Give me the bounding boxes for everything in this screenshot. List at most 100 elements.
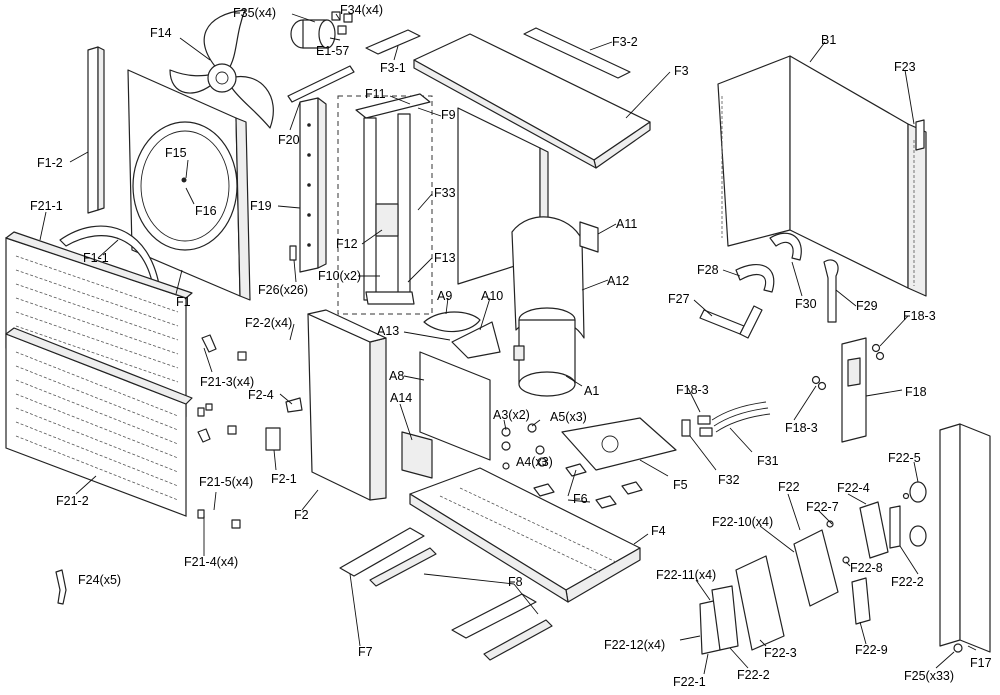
label-f15: F15	[165, 146, 187, 160]
part-f31-f32-wiring	[681, 401, 771, 437]
label-f1-2: F1-2	[37, 156, 63, 170]
part-b1-coil	[717, 55, 927, 297]
label-a8: A8	[389, 369, 404, 383]
part-f18-terminal-board	[841, 337, 867, 443]
label-f35: F35(x4)	[233, 6, 276, 20]
label-f8: F8	[508, 575, 523, 589]
label-f32: F32	[718, 473, 740, 487]
label-f18-3-mid: F18-3	[676, 383, 709, 397]
label-a3: A3(x2)	[493, 408, 530, 422]
part-f24-clip	[55, 569, 67, 605]
label-f20: F20	[278, 133, 300, 147]
part-f2-corner-panel	[307, 309, 387, 501]
label-f22-4: F22-4	[837, 481, 870, 495]
label-a11: A11	[616, 217, 637, 231]
part-refrigerant-pipes	[699, 232, 839, 339]
part-f3-1-bar	[365, 29, 421, 55]
label-f1-1: F1-1	[83, 251, 109, 265]
part-f2-4-tab	[285, 397, 303, 413]
part-a3-a4-a5-fasteners	[501, 423, 547, 470]
label-f18-3-low: F18-3	[785, 421, 818, 435]
label-f21-1: F21-1	[30, 199, 63, 213]
label-a4: A4(x3)	[516, 455, 553, 469]
label-f5: F5	[673, 478, 688, 492]
part-f4-base-pan	[409, 467, 641, 603]
part-f1-2-rail	[87, 46, 105, 214]
label-f22-5: F22-5	[888, 451, 921, 465]
leader-lines	[39, 13, 977, 675]
label-f2: F2	[294, 508, 309, 522]
part-f22-5-spacer	[889, 481, 927, 549]
label-b1: B1	[821, 33, 836, 47]
part-a1-compressor	[513, 307, 576, 397]
label-f3: F3	[674, 64, 689, 78]
label-f21-3: F21-3(x4)	[200, 375, 254, 389]
label-f25: F25(x33)	[904, 669, 954, 683]
label-f22: F22	[778, 480, 800, 494]
label-a13: A13	[377, 324, 399, 338]
label-a10: A10	[481, 289, 503, 303]
label-a12: A12	[607, 274, 629, 288]
label-f13: F13	[434, 251, 456, 265]
part-f21-2-lower-grille	[5, 327, 193, 517]
part-f21-1-upper-grille	[5, 231, 193, 417]
part-a8-a14-panels	[401, 351, 491, 479]
label-f21-2: F21-2	[56, 494, 89, 508]
label-f22-10: F22-10(x4)	[712, 515, 773, 529]
label-f18-3-top: F18-3	[903, 309, 936, 323]
label-f14: F14	[150, 26, 172, 40]
part-f8-rubber-strips	[369, 547, 553, 661]
label-f22-2-bottom: F22-2	[737, 668, 770, 682]
label-a9: A9	[437, 289, 452, 303]
label-a5: A5(x3)	[550, 410, 587, 424]
label-f16: F16	[195, 204, 217, 218]
label-f33: F33	[434, 186, 456, 200]
part-f7-base-feet	[339, 527, 537, 639]
part-f3-2-bar	[523, 27, 631, 79]
label-e1-57: E1-57	[316, 44, 349, 58]
part-f23-rail	[915, 119, 925, 151]
part-f2-1-handle	[265, 427, 281, 451]
part-f18-3-terminals	[811, 343, 885, 391]
label-f22-2-right: F22-2	[891, 575, 924, 589]
part-f21-clips	[197, 334, 247, 529]
label-f11: F11	[365, 87, 386, 101]
part-a9-a10-brackets	[423, 311, 501, 359]
label-f19: F19	[250, 199, 272, 213]
part-f14-fan-blade	[169, 9, 274, 129]
label-f1: F1	[176, 295, 191, 309]
part-f22-electrical-box	[699, 501, 889, 655]
label-f3-1: F3-1	[380, 61, 406, 75]
label-f22-12: F22-12(x4)	[604, 638, 665, 652]
part-f11-f12-f13-pillar	[355, 93, 431, 305]
label-f29: F29	[856, 299, 878, 313]
label-f23: F23	[894, 60, 916, 74]
label-f22-7: F22-7	[806, 500, 839, 514]
part-f26-clip	[289, 245, 297, 261]
label-f27: F27	[668, 292, 690, 306]
label-f10: F10(x2)	[318, 269, 361, 283]
part-f33-dashed-frame	[337, 95, 433, 315]
part-f17-side-panel	[939, 423, 991, 653]
part-f19-side-bracket	[299, 97, 327, 273]
label-f22-11: F22-11(x4)	[656, 568, 716, 582]
label-f22-3: F22-3	[764, 646, 797, 660]
label-f2-1: F2-1	[271, 472, 297, 486]
part-e1-57-motor	[290, 11, 353, 49]
label-f26: F26(x26)	[258, 283, 308, 297]
label-f24: F24(x5)	[78, 573, 121, 587]
label-a1: A1	[584, 384, 599, 398]
label-f4: F4	[651, 524, 666, 538]
part-f3-top-plate	[413, 33, 651, 169]
part-f1-fan-panel	[127, 69, 251, 301]
part-f20-bracket	[287, 65, 355, 103]
label-f3-2: F3-2	[612, 35, 638, 49]
label-f21-5: F21-5(x4)	[199, 475, 253, 489]
label-f9: F9	[441, 108, 456, 122]
label-f21-4: F21-4(x4)	[184, 555, 238, 569]
label-f30: F30	[795, 297, 817, 311]
label-f31: F31	[757, 454, 779, 468]
label-f7: F7	[358, 645, 373, 659]
label-f18: F18	[905, 385, 927, 399]
